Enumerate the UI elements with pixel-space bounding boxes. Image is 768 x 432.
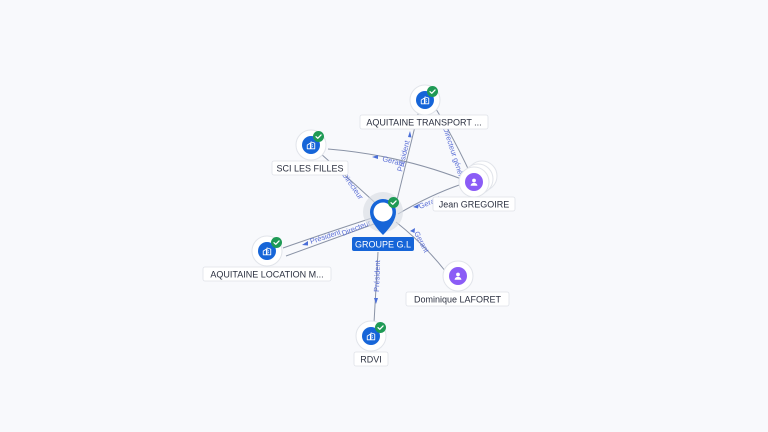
node-label-box — [405, 291, 510, 307]
node-aquitaine-transport[interactable]: AQUITAINE TRANSPORT ... — [359, 84, 489, 130]
edge-arrow — [372, 155, 378, 159]
edge-arrow — [410, 228, 415, 233]
center-label-badge — [352, 237, 414, 251]
node-label: AQUITAINE LOCATION M... — [210, 270, 323, 280]
edge-label: Gerant — [412, 230, 431, 255]
node-label-box — [432, 196, 516, 212]
edge-arrow — [302, 241, 308, 246]
verified-check-icon — [427, 86, 438, 97]
edge-arrow — [413, 204, 419, 209]
node-label-box — [271, 160, 349, 176]
verified-check-icon — [313, 131, 324, 142]
node-label: Dominique LAFORET — [414, 295, 502, 305]
node-label: SCI LES FILLES — [276, 164, 343, 174]
verified-check-icon — [388, 197, 399, 208]
node-sci-les-filles[interactable]: SCI LES FILLES — [271, 129, 349, 176]
center-node-groupe-gl[interactable]: GROUPE G.L — [352, 192, 414, 251]
node-label: Jean GREGOIRE — [439, 200, 510, 210]
edge-label: Directeur — [340, 171, 365, 201]
node-label-box — [202, 266, 332, 282]
edge-center-rdvi[interactable]: Président — [372, 251, 382, 324]
edge-arrow — [374, 298, 378, 304]
node-jean-gregoire[interactable]: Jean GREGOIRE — [432, 160, 516, 212]
edge-arrow — [408, 131, 412, 138]
edge-label: Président — [372, 259, 382, 292]
verified-check-icon — [375, 322, 386, 333]
node-label: AQUITAINE TRANSPORT ... — [366, 118, 481, 128]
node-label-box — [359, 114, 489, 130]
node-aquitaine-location[interactable]: AQUITAINE LOCATION M... — [202, 235, 332, 282]
edge-label: Président — [309, 227, 343, 246]
node-label-box — [353, 351, 389, 367]
node-dominique-laforet[interactable]: Dominique LAFORET — [405, 260, 510, 307]
center-label: GROUPE G.L — [355, 240, 411, 250]
node-label: RDVI — [360, 355, 382, 365]
verified-check-icon — [271, 237, 282, 248]
node-rdvi[interactable]: RDVI — [353, 320, 389, 367]
